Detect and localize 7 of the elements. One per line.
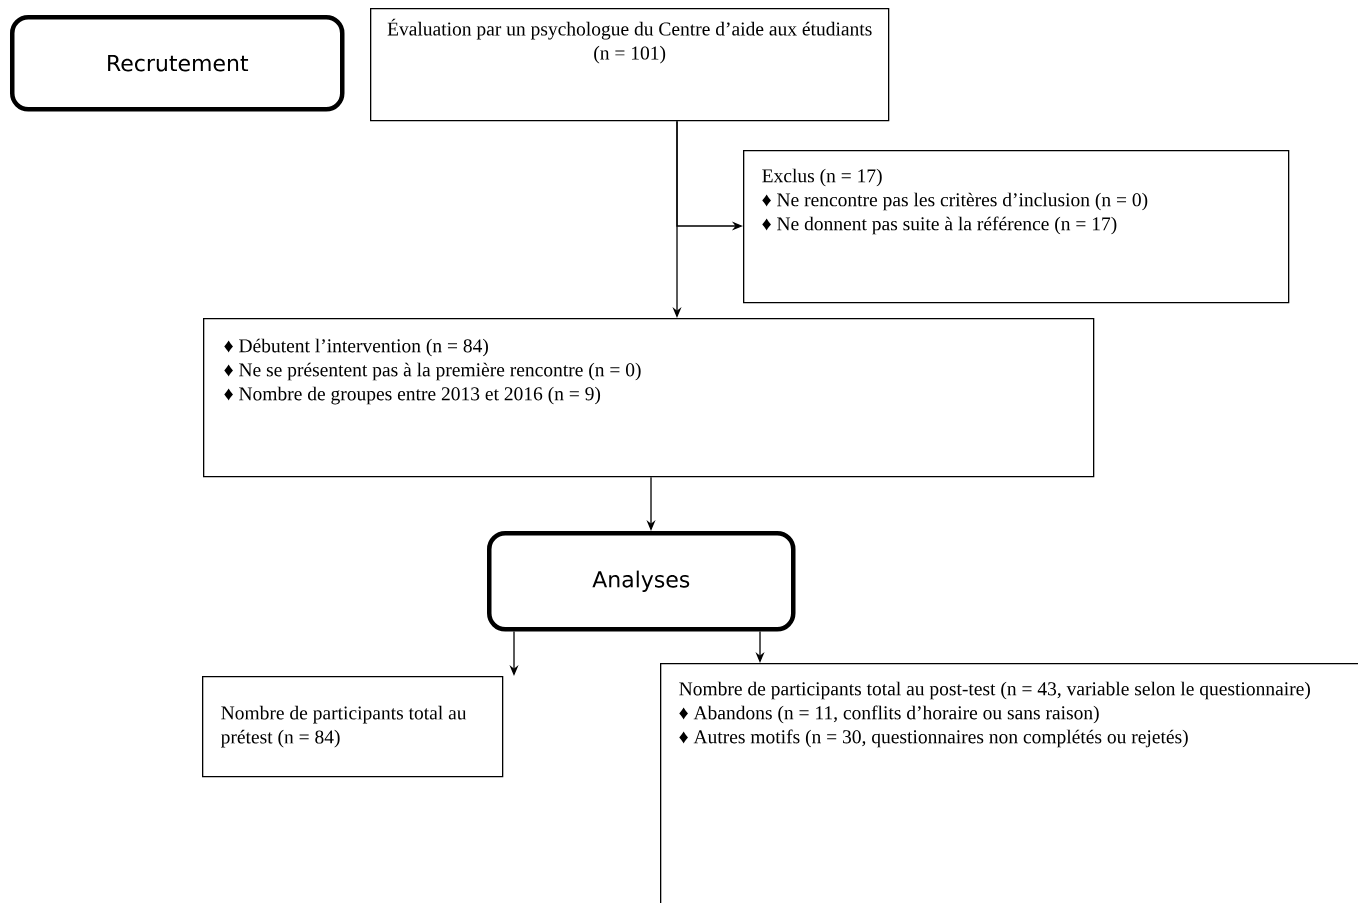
flow-box: Nombre de participants total au post-test (n = 43, variable selon le questionnaire) ♦ Abandons (n = 11, conflits d’horaire ou sans raison) ♦ Autres motifs (n = 30, questionnaires non complétés ou rejetés) <box>660 663 1358 903</box>
stage-box: Analyses <box>487 531 796 632</box>
flow-box: Exclus (n = 17) ♦ Ne rencontre pas les critères d’inclusion (n = 0) ♦ Ne donnent pas suite à la référence (n = 17) <box>743 150 1290 304</box>
flow-box: Nombre de participants total au prétest (n = 84) <box>202 676 504 778</box>
stage-box: Recrutement <box>10 15 345 112</box>
flow-box: Évaluation par un psychologue du Centre d’aide aux étudiants (n = 101) <box>370 8 890 122</box>
flow-box: ♦ Débutent l’intervention (n = 84) ♦ Ne se présentent pas à la première rencontre (n = 0) ♦ Nombre de groupes entre 2013 et 2016 (n = 9) <box>203 318 1095 478</box>
